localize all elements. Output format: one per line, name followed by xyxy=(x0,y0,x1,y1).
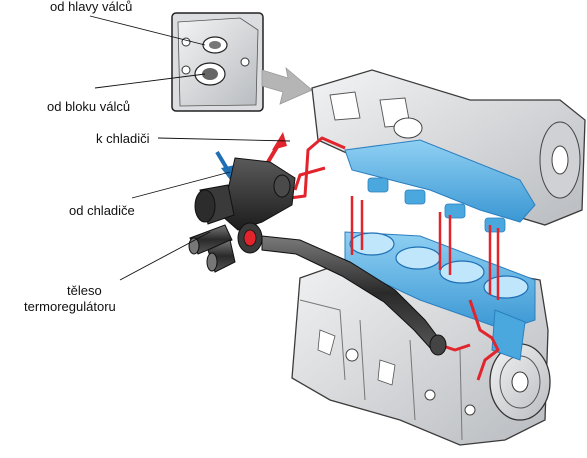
inset-pointer-arrow xyxy=(261,66,313,105)
block-water-jacket xyxy=(344,231,536,361)
leader-radiator-to xyxy=(157,137,291,142)
thermostat-housing xyxy=(188,157,296,273)
leader-radiator-from xyxy=(131,171,231,199)
head-water-jacket xyxy=(344,139,536,233)
label-thermostat-line1: těleso xyxy=(67,283,102,298)
crankshaft-pulley xyxy=(489,343,551,421)
hot-coolant-circuit xyxy=(289,136,500,381)
label-thermostat-line2: termoregulátoru xyxy=(24,299,116,314)
leader-thermostat xyxy=(119,231,211,281)
leader-block xyxy=(94,73,206,89)
coolant-return-pipe xyxy=(261,235,447,356)
leader-head xyxy=(89,15,206,46)
leader-lines xyxy=(89,15,291,281)
label-from-block: od bloku válců xyxy=(47,99,131,114)
label-to-radiator: k chladiči xyxy=(96,131,150,146)
label-from-head: od hlavy válců xyxy=(50,0,133,14)
hot-flow-arrow xyxy=(266,132,287,164)
label-from-radiator: od chladiče xyxy=(69,203,135,218)
inset-detail xyxy=(171,12,264,112)
